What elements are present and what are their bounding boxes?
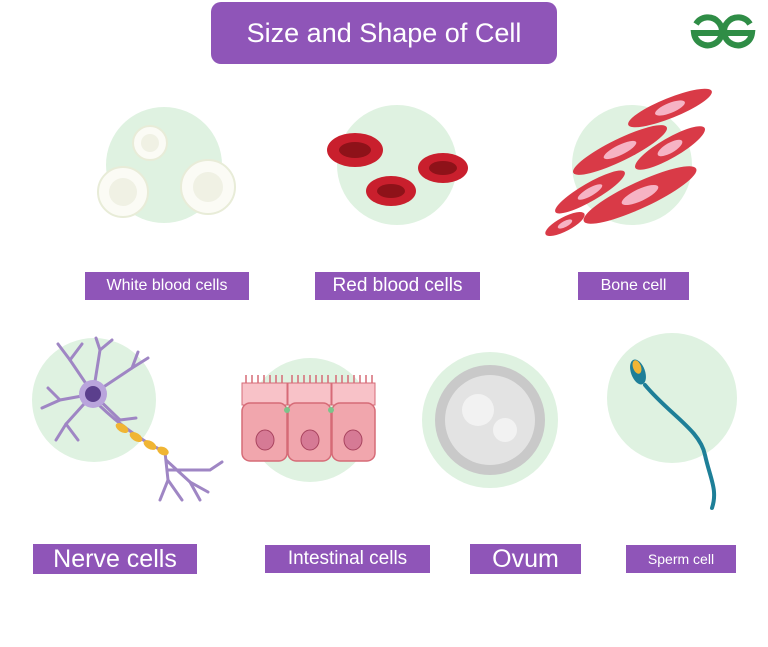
label-nerve-cells: Nerve cells	[33, 544, 197, 574]
label-ovum: Ovum	[470, 544, 581, 574]
label-red-blood-cells: Red blood cells	[315, 272, 480, 300]
page-title: Size and Shape of Cell	[211, 2, 557, 64]
label-intestinal-cells: Intestinal cells	[265, 545, 430, 573]
sperm-cell-icon	[630, 359, 717, 510]
white-blood-cells-icon	[97, 125, 236, 218]
label-white-blood-cells: White blood cells	[85, 272, 249, 300]
nerve-cell-icon	[40, 336, 224, 502]
geeksforgeeks-logo-icon	[690, 14, 756, 49]
label-bone-cell: Bone cell	[578, 272, 689, 300]
bone-cell-icon	[545, 88, 712, 237]
intestinal-cells-icon	[241, 375, 376, 462]
red-blood-cells-icon	[327, 133, 468, 206]
label-sperm-cell: Sperm cell	[626, 545, 736, 573]
sperm-bg-circle	[607, 333, 737, 463]
ovum-icon	[435, 365, 545, 475]
